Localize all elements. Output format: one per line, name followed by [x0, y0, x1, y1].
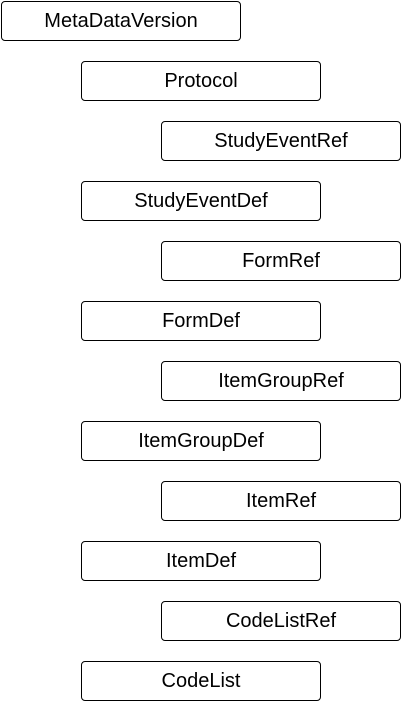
- node-itemgroupdef: ItemGroupDef: [81, 421, 321, 461]
- node-itemref: ItemRef: [161, 481, 401, 521]
- node-codelistref: CodeListRef: [161, 601, 401, 641]
- node-itemdef: ItemDef: [81, 541, 321, 581]
- node-formref: FormRef: [161, 241, 401, 281]
- node-metadataversion: MetaDataVersion: [1, 1, 241, 41]
- node-formdef: FormDef: [81, 301, 321, 341]
- node-studyeventref: StudyEventRef: [161, 121, 401, 161]
- node-studyeventdef: StudyEventDef: [81, 181, 321, 221]
- node-protocol: Protocol: [81, 61, 321, 101]
- node-codelist: CodeList: [81, 661, 321, 701]
- node-itemgroupref: ItemGroupRef: [161, 361, 401, 401]
